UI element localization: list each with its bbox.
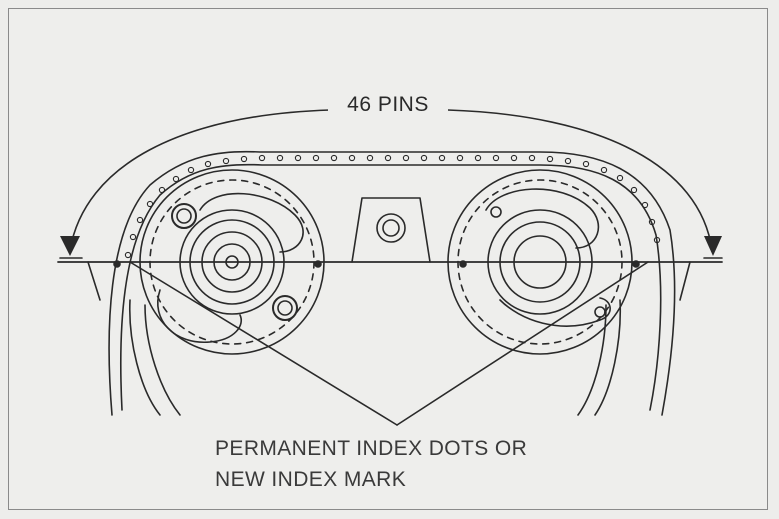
leader-right xyxy=(396,261,649,426)
pins-span-arc xyxy=(69,109,331,251)
figure-frame xyxy=(8,8,768,510)
pins-label: 46 PINS xyxy=(328,93,448,117)
chain-pins xyxy=(124,154,661,259)
pins-span-arc-right xyxy=(447,109,713,251)
index-dot-right-1 xyxy=(459,260,467,268)
index-dot-left-2 xyxy=(314,260,322,268)
chain-inner xyxy=(119,163,662,411)
left-arrowhead xyxy=(60,236,80,256)
index-callout: PERMANENT INDEX DOTS OR NEW INDEX MARK xyxy=(215,433,527,495)
callout-line-1: PERMANENT INDEX DOTS OR xyxy=(215,437,528,460)
right-arrowhead xyxy=(704,236,722,256)
index-dot-left-1 xyxy=(113,260,121,268)
callout-line-2: NEW INDEX MARK xyxy=(215,468,407,491)
index-dot-right-2 xyxy=(632,260,640,268)
left-sprocket xyxy=(139,169,325,355)
leader-left xyxy=(129,261,398,426)
right-sprocket xyxy=(447,169,633,355)
chain-outer xyxy=(108,150,676,416)
center-bracket xyxy=(351,197,431,263)
